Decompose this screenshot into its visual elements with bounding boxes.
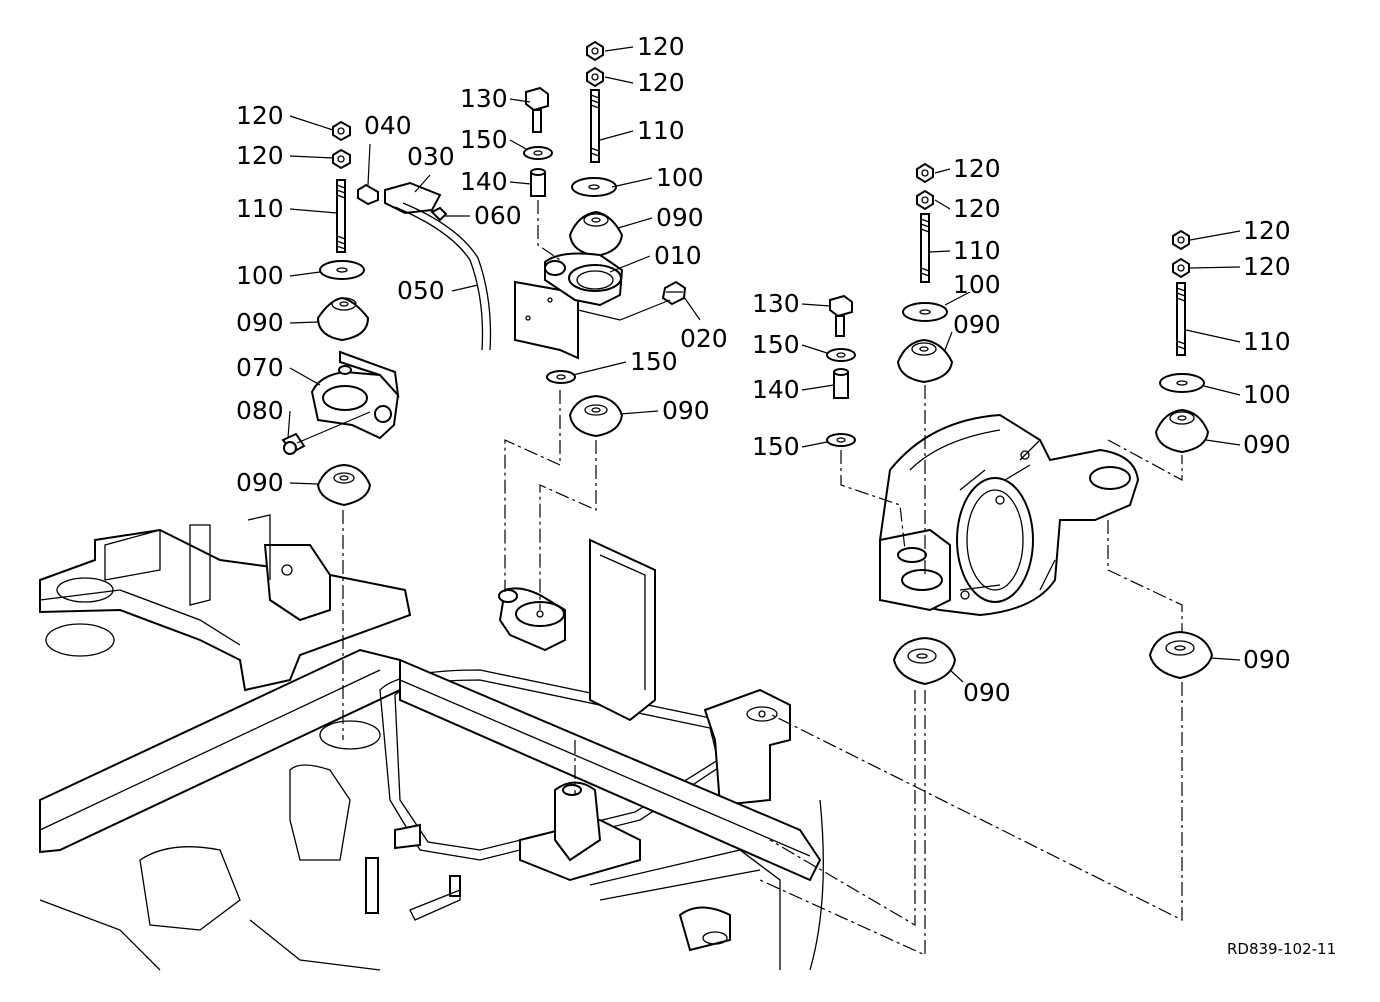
callout-080: 080 — [236, 396, 284, 425]
callout-020: 020 — [680, 324, 728, 353]
callout-050: 050 — [397, 276, 445, 305]
callout-110: 110 — [637, 116, 685, 145]
assembly-lines — [342, 200, 1183, 956]
callout-120: 120 — [1243, 252, 1291, 281]
callout-120: 120 — [637, 68, 685, 97]
left-mount-stack — [281, 120, 400, 507]
callout-110: 110 — [236, 194, 284, 223]
callout-120: 120 — [236, 101, 284, 130]
callout-130: 130 — [752, 289, 800, 318]
right-mount-stack-1 — [892, 162, 957, 686]
frame-structure — [39, 514, 824, 971]
callout-120: 120 — [1243, 216, 1291, 245]
callout-140: 140 — [460, 167, 508, 196]
callout-090: 090 — [236, 308, 284, 337]
callout-100: 100 — [656, 163, 704, 192]
callout-120: 120 — [953, 194, 1001, 223]
callout-120: 120 — [236, 141, 284, 170]
callout-060: 060 — [474, 201, 522, 230]
callout-090: 090 — [662, 396, 710, 425]
callout-150: 150 — [630, 347, 678, 376]
callout-090: 090 — [1243, 430, 1291, 459]
axle-housing — [879, 413, 1140, 617]
callout-090: 090 — [963, 678, 1011, 707]
callout-150: 150 — [752, 432, 800, 461]
callout-150: 150 — [752, 330, 800, 359]
callout-110: 110 — [953, 236, 1001, 265]
leader-lines — [287, 46, 1241, 683]
callout-090: 090 — [656, 203, 704, 232]
center-mount-stack — [357, 40, 687, 438]
callout-090: 090 — [953, 310, 1001, 339]
callout-100: 100 — [236, 261, 284, 290]
callout-090: 090 — [1243, 645, 1291, 674]
right-center-stack — [826, 294, 856, 447]
callout-100: 100 — [1243, 380, 1291, 409]
callout-070: 070 — [236, 353, 284, 382]
right-mount-stack-2 — [1148, 229, 1214, 680]
callout-150: 150 — [460, 125, 508, 154]
callout-040: 040 — [364, 111, 412, 140]
callout-140: 140 — [752, 375, 800, 404]
callout-090: 090 — [236, 468, 284, 497]
callout-110: 110 — [1243, 327, 1291, 356]
callout-120: 120 — [637, 32, 685, 61]
callout-030: 030 — [407, 142, 455, 171]
drawing-reference-code: RD839-102-11 — [1227, 940, 1336, 958]
callout-120: 120 — [953, 154, 1001, 183]
callout-100: 100 — [953, 270, 1001, 299]
callout-130: 130 — [460, 84, 508, 113]
callout-010: 010 — [654, 241, 702, 270]
